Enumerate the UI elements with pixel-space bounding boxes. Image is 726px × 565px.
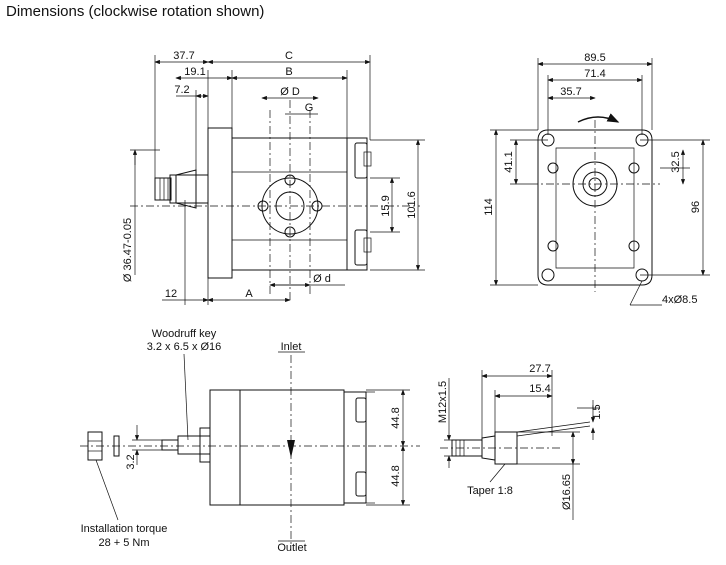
dim-7-2: 7.2 <box>174 84 189 96</box>
label-woodruff-key: Woodruff key <box>152 328 217 340</box>
dim-b: B <box>285 66 292 78</box>
dim-16-65: Ø16.65 <box>561 474 573 510</box>
dim-44-8-bottom: 44.8 <box>390 465 402 486</box>
dim-36-47: Ø 36.47-0.05 <box>122 218 134 282</box>
dim-27-7: 27.7 <box>529 363 550 375</box>
dim-19-1: 19.1 <box>184 66 205 78</box>
dim-12: 12 <box>165 288 177 300</box>
label-torque-value: 28 + 5 Nm <box>98 537 149 549</box>
dim-71-4: 71.4 <box>584 68 605 80</box>
dim-a: A <box>245 288 253 300</box>
dim-1-5: 1.5 <box>591 404 603 419</box>
dim-32-5: 32.5 <box>670 151 682 172</box>
label-woodruff-key-size: 3.2 x 6.5 x Ø16 <box>147 341 222 353</box>
label-taper: Taper 1:8 <box>467 485 513 497</box>
front-view: 37.7 C 19.1 B 7.2 Ø D G 15.9 101.6 Ø 36.… <box>122 50 425 305</box>
dim-c: C <box>285 50 293 62</box>
dim-41-1: 41.1 <box>503 151 515 172</box>
dim-g: G <box>305 102 314 114</box>
dim-44-8-top: 44.8 <box>390 407 402 428</box>
dim-15-9: 15.9 <box>380 195 392 216</box>
label-outlet: Outlet <box>277 542 306 554</box>
shaft-detail: 27.7 15.4 M12x1.5 1.5 Ø16.65 Taper 1:8 <box>437 363 603 520</box>
dim-89-5: 89.5 <box>584 52 605 64</box>
flange-view: 89.5 71.4 35.7 114 41.1 96 32.5 4xØ8.5 <box>483 52 710 306</box>
dim-hole-count: 4xØ8.5 <box>662 294 697 306</box>
dim-114: 114 <box>483 198 495 216</box>
dim-101-6: 101.6 <box>406 191 418 219</box>
side-view: Inlet Outlet Woodruff key 3.2 x 6.5 x Ø1… <box>80 328 420 554</box>
dim-96: 96 <box>690 201 702 213</box>
dim-m12: M12x1.5 <box>437 381 449 423</box>
dim-3-2: 3.2 <box>125 454 137 469</box>
dim-37-7: 37.7 <box>173 50 194 62</box>
label-inlet: Inlet <box>281 341 302 353</box>
dim-d-lower: Ø d <box>313 273 331 285</box>
dim-d-upper: Ø D <box>280 86 300 98</box>
label-installation-torque: Installation torque <box>81 523 168 535</box>
dim-15-4: 15.4 <box>529 383 550 395</box>
drawing-title: Dimensions (clockwise rotation shown) <box>6 3 265 20</box>
dim-35-7: 35.7 <box>560 86 581 98</box>
